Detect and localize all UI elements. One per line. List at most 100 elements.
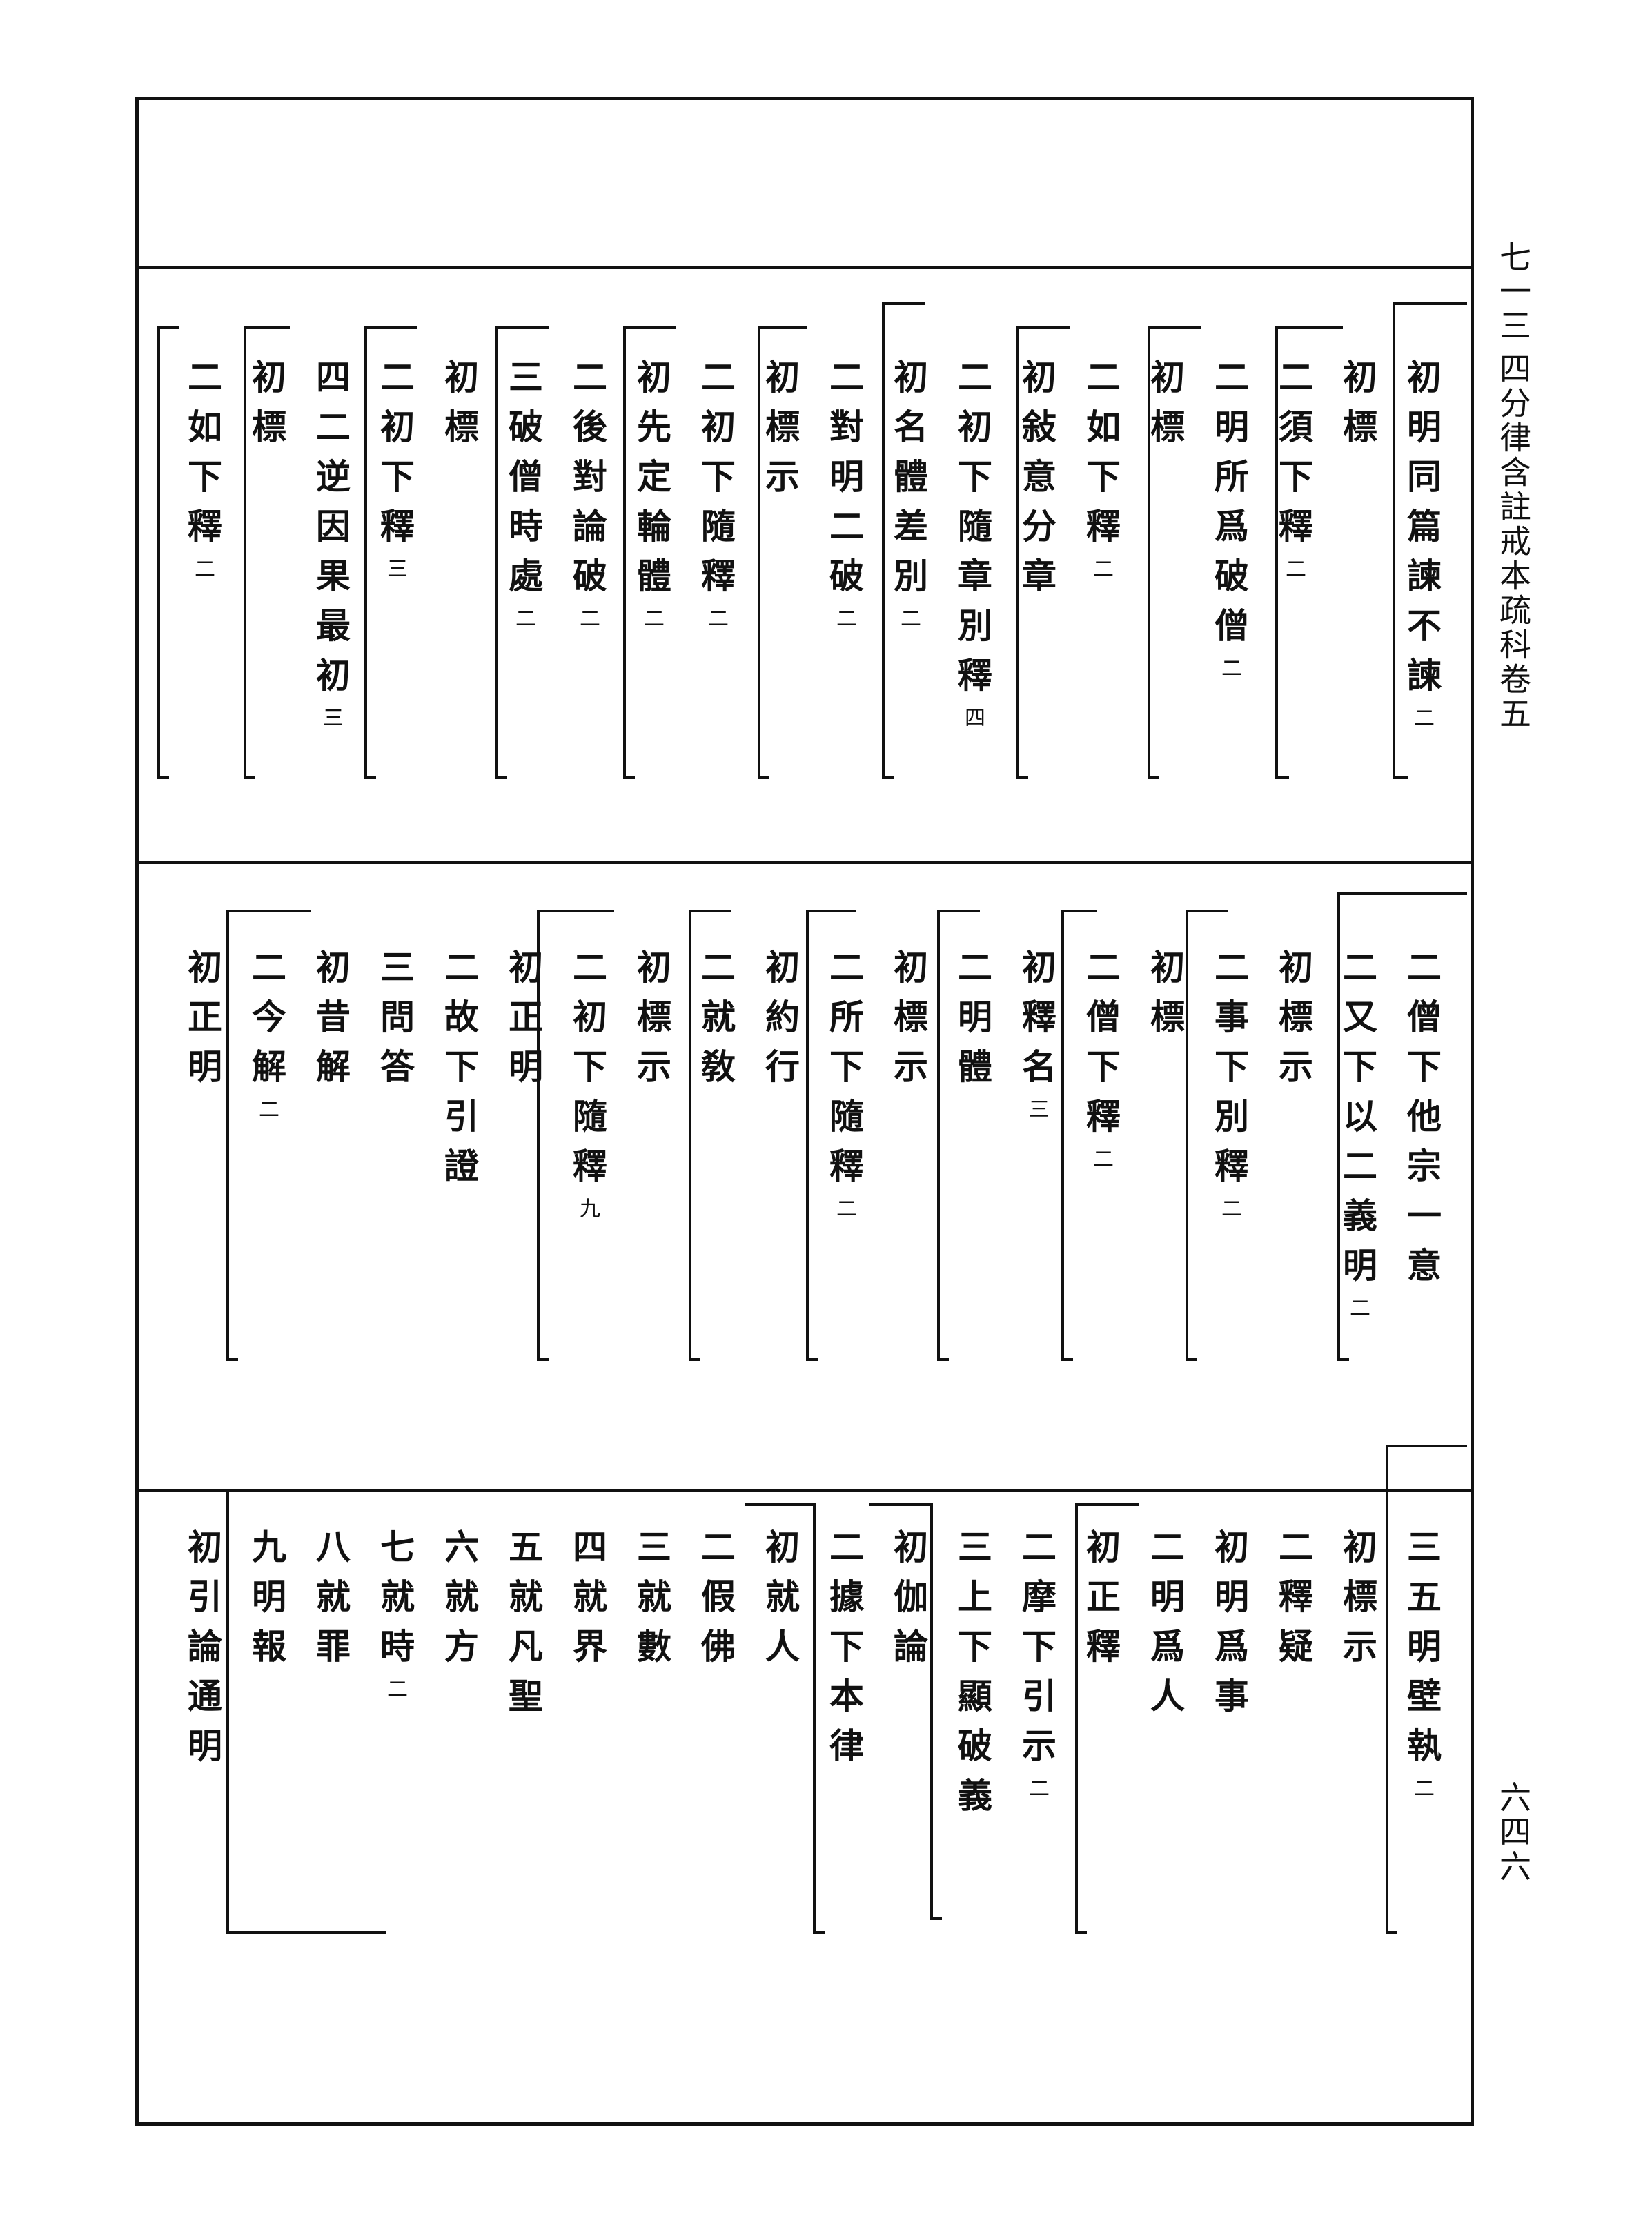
outline-subcount: 二	[190, 558, 215, 578]
outline-label-text: 二就敎	[696, 949, 736, 1098]
outline-label-text: 九明報	[246, 1529, 287, 1678]
outline-subcount: 二	[255, 1098, 279, 1119]
outline-subcount: 四	[961, 707, 985, 727]
outline-label: 二如下釋二	[182, 359, 223, 578]
outline-label: 二初下隨釋二	[696, 359, 736, 628]
outline-subcount: 二	[1346, 1297, 1370, 1318]
outline-label-text: 初標	[1145, 949, 1186, 1048]
outline-label-text: 二對明二破	[824, 359, 865, 607]
outline-label: 初明同篇諫不諫二	[1402, 359, 1442, 727]
outline-label: 二假佛	[696, 1529, 736, 1678]
outline-label: 二故下引證	[439, 949, 480, 1197]
outline-label-text: 初伽論	[888, 1529, 929, 1678]
outline-label-text: 初明爲事	[1209, 1529, 1250, 1727]
outline-label: 二就敎	[696, 949, 736, 1098]
book-title: 四分律含註戒本疏科卷五	[1495, 352, 1532, 732]
outline-label-text: 初引論通明	[182, 1529, 223, 1777]
outline-label: 初釋名三	[1016, 949, 1057, 1119]
outline-label-text: 六就方	[439, 1529, 480, 1678]
outline-label: 初標示	[631, 949, 672, 1098]
outline-label-text: 二如下釋	[1081, 359, 1121, 558]
outline-label-text: 初標示	[1273, 949, 1314, 1098]
outline-label: 初標	[1145, 949, 1186, 1048]
outline-label: 初明爲事	[1209, 1529, 1250, 1727]
outline-label: 初先定輪體二	[631, 359, 672, 628]
outline-label: 初昔解	[311, 949, 351, 1098]
outline-label-text: 二事下別釋	[1209, 949, 1250, 1197]
outline-label: 初正釋	[1081, 1529, 1121, 1678]
outline-subcount: 二	[576, 607, 600, 628]
outline-label: 初正明	[503, 949, 544, 1098]
outline-label-text: 三問答	[375, 949, 415, 1098]
outline-label: 二僧下釋二	[1081, 949, 1121, 1168]
outline-label: 五就凡聖	[503, 1529, 544, 1727]
outline-label: 初標	[1337, 359, 1378, 458]
outline-label: 初標示	[760, 359, 800, 508]
outline-label: 初約行	[760, 949, 800, 1098]
outline-label: 六就方	[439, 1529, 480, 1678]
outline-label: 九明報	[246, 1529, 287, 1678]
outline-label: 二初下隨章別釋四	[952, 359, 993, 727]
outline-subcount: 三	[383, 558, 407, 578]
outline-label: 二須下釋二	[1273, 359, 1314, 578]
outline-subcount: 二	[832, 607, 856, 628]
outline-label-text: 二明體	[952, 949, 993, 1098]
outline-label: 初標示	[1273, 949, 1314, 1098]
outline-label-text: 初釋名	[1016, 949, 1057, 1098]
outline-label: 二又下以二義明二	[1337, 949, 1378, 1318]
outline-label: 二對明二破二	[824, 359, 865, 628]
outline-label: 二明爲人	[1145, 1529, 1186, 1727]
page-number: 六四六	[1495, 1781, 1532, 1884]
outline-label: 初引論通明	[182, 1529, 223, 1777]
page-frame	[135, 97, 1474, 2126]
outline-label-text: 二故下引證	[439, 949, 480, 1197]
outline-label-text: 初標	[246, 359, 287, 458]
outline-label-text: 二又下以二義明	[1337, 949, 1378, 1297]
outline-label-text: 初敍意分章	[1016, 359, 1057, 607]
outline-label: 二後對論破二	[567, 359, 608, 628]
outline-subcount: 二	[1410, 1777, 1434, 1798]
outline-label-text: 二僧下釋	[1081, 949, 1121, 1148]
outline-label: 四就界	[567, 1529, 608, 1678]
outline-label-text: 二明爲人	[1145, 1529, 1186, 1727]
outline-label: 二摩下引示二	[1016, 1529, 1057, 1798]
outline-label-text: 初標	[1145, 359, 1186, 458]
outline-label: 初敍意分章	[1016, 359, 1057, 607]
outline-label: 二釋疑	[1273, 1529, 1314, 1678]
outline-label: 初正明	[182, 949, 223, 1098]
outline-label-text: 初明同篇諫不諫	[1402, 359, 1442, 707]
outline-label-text: 初標示	[760, 359, 800, 508]
outline-label: 初標	[246, 359, 287, 458]
outline-label: 二明體	[952, 949, 993, 1098]
outline-label: 二所下隨釋二	[824, 949, 865, 1218]
outline-label-text: 八就罪	[311, 1529, 351, 1678]
outline-label-text: 二摩下引示	[1016, 1529, 1057, 1777]
outline-label: 四二逆因果最初三	[311, 359, 351, 727]
outline-label-text: 二所下隨釋	[824, 949, 865, 1197]
outline-subcount: 二	[640, 607, 664, 628]
outline-label: 二事下別釋二	[1209, 949, 1250, 1218]
outline-label: 初伽論	[888, 1529, 929, 1678]
outline-subcount: 二	[383, 1678, 407, 1699]
outline-label-text: 二明所爲破僧	[1209, 359, 1250, 657]
outline-label-text: 七就時	[375, 1529, 415, 1678]
outline-label: 二僧下他宗一意	[1402, 949, 1442, 1297]
outline-label-text: 二初下釋	[375, 359, 415, 558]
outline-label-text: 二據下本律	[824, 1529, 865, 1777]
outline-label-text: 初先定輪體	[631, 359, 672, 607]
outline-subcount: 二	[511, 607, 535, 628]
outline-label-text: 初約行	[760, 949, 800, 1098]
outline-label: 七就時二	[375, 1529, 415, 1699]
outline-subcount: 二	[1217, 657, 1241, 678]
outline-label: 三五明壁執二	[1402, 1529, 1442, 1798]
outline-label-text: 二假佛	[696, 1529, 736, 1678]
outline-subcount: 二	[1025, 1777, 1049, 1798]
outline-label-text: 二須下釋	[1273, 359, 1314, 558]
outline-label: 三上下顯破義	[952, 1529, 993, 1827]
outline-subcount: 二	[1410, 707, 1434, 727]
outline-label: 三問答	[375, 949, 415, 1098]
outline-label-text: 初正釋	[1081, 1529, 1121, 1678]
outline-label-text: 初標示	[631, 949, 672, 1098]
outline-label-text: 二初下隨章別釋	[952, 359, 993, 707]
outline-label-text: 二初下隨釋	[567, 949, 608, 1197]
